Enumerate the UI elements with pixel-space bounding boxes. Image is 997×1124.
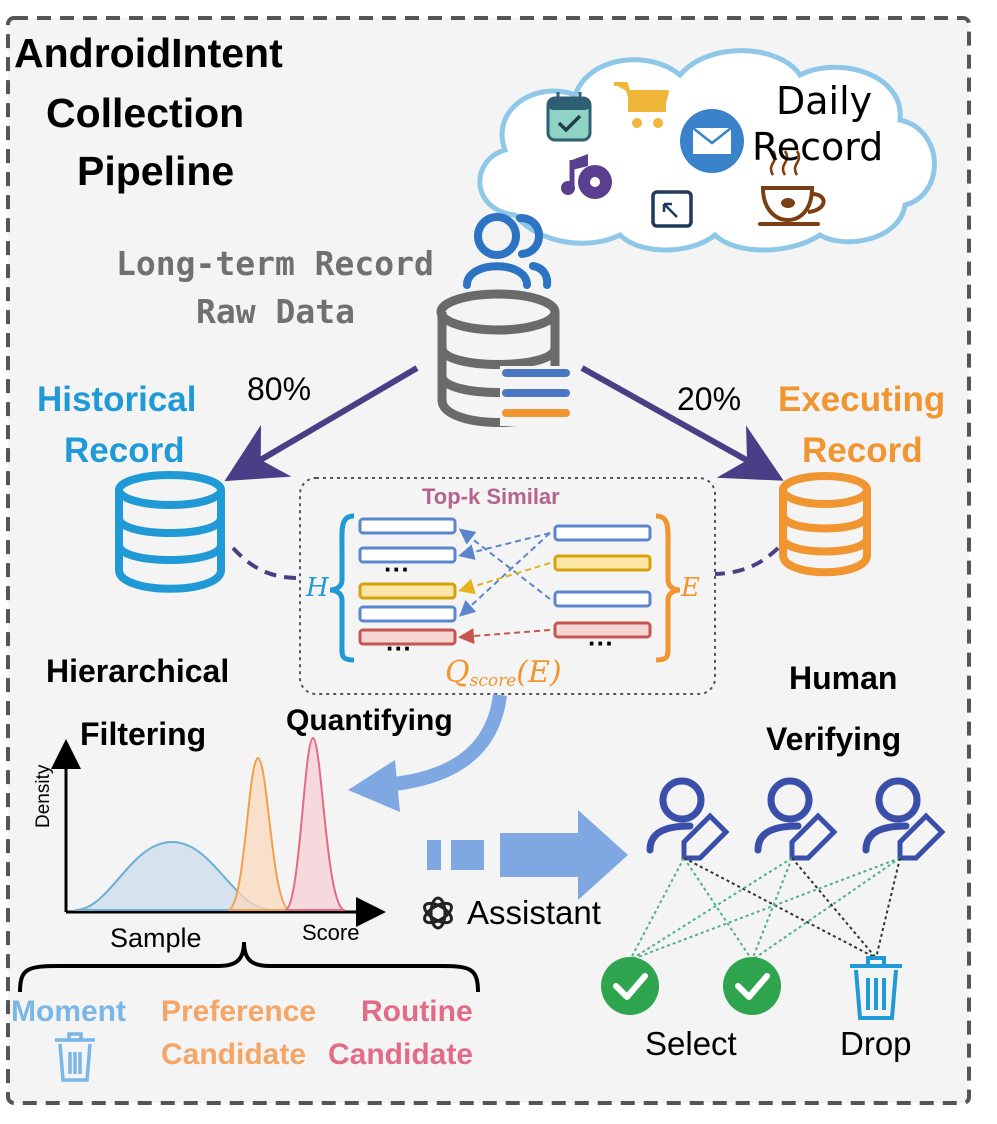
historical-percent: 80% [247, 371, 312, 407]
cloud-label-line-2: Record [752, 125, 884, 169]
executing-database-icon [779, 472, 871, 577]
category-routine-line-2: Candidate [328, 1038, 474, 1071]
calendar-icon [546, 92, 592, 142]
raw-data-label-line-2: Raw Data [196, 292, 355, 331]
category-preference-line-2: Candidate [161, 1038, 307, 1071]
executing-label-line-2: Record [802, 431, 923, 470]
shopping-cart-icon [614, 82, 669, 128]
check-icon-2 [723, 957, 781, 1015]
plot-xlabel-score: Score [302, 920, 360, 945]
assistant-label: Assistant [467, 894, 601, 931]
title-line-1: AndroidIntent [14, 30, 283, 76]
e-label: E [681, 573, 700, 603]
select-label: Select [645, 1025, 737, 1062]
historical-label-line-2: Record [64, 431, 185, 470]
q-arg: (E) [516, 655, 562, 690]
stage-verifying: Verifying [766, 721, 902, 757]
mail-icon [680, 109, 744, 173]
e-record-bars [553, 524, 652, 639]
similarity-arrows [458, 528, 551, 645]
monitor-icon [651, 190, 693, 228]
plot-xlabel-sample: Sample [110, 923, 202, 953]
category-moment: Moment [11, 995, 126, 1028]
verifier-person-icon-2 [754, 777, 838, 861]
title-line-2: Collection [46, 90, 245, 136]
title-line-3: Pipeline [77, 148, 235, 194]
verifier-person-icon-1 [646, 777, 730, 861]
similarity-title: Top-k Similar [422, 484, 560, 509]
coffee-icon [758, 150, 826, 226]
stage-human: Human [789, 660, 898, 696]
historical-database-icon [115, 471, 225, 593]
h-ellipsis-1: ··· [384, 554, 410, 584]
historical-connector [231, 546, 301, 580]
q-sub: score [469, 671, 517, 692]
h-bracket [329, 513, 355, 663]
stage-quantifying: Quantifying [286, 704, 453, 737]
category-routine-line-1: Routine [361, 995, 473, 1028]
category-preference-line-1: Preference [161, 995, 317, 1028]
arrow-to-historical [224, 365, 419, 482]
assistant-arrow-dash2 [451, 840, 484, 870]
drop-label: Drop [840, 1025, 912, 1062]
verifier-person-icon-3 [862, 777, 946, 861]
assistant-logo-icon [423, 896, 453, 930]
assistant-arrow-dash1 [427, 840, 441, 870]
e-bracket [655, 513, 681, 663]
stage-hierarchical: Hierarchical [46, 653, 230, 689]
h-label: H [306, 573, 329, 603]
assistant-arrow-head [578, 810, 628, 900]
category-brace [18, 941, 480, 993]
assistant-arrow-body [500, 833, 580, 877]
executing-percent: 20% [677, 381, 742, 417]
check-icon-1 [601, 957, 659, 1015]
quantifying-arrowhead [348, 760, 400, 812]
h-ellipsis-2: ··· [386, 633, 412, 663]
routine-density-curve [284, 736, 346, 911]
executing-connector [711, 546, 780, 576]
raw-data-label-line-1: Long-term Record [116, 244, 434, 283]
h-record-bars [358, 517, 457, 646]
arrow-to-executing [580, 365, 784, 481]
quantifying-arrow [384, 693, 507, 792]
music-icon [561, 154, 612, 199]
plot-ylabel: Density [33, 764, 54, 828]
q-score-label: Qscore(E) [445, 658, 562, 690]
e-ellipsis: ··· [588, 628, 614, 658]
raw-database-icon [436, 289, 580, 427]
q-main: Q [445, 655, 470, 690]
trash-icon-drop [850, 956, 902, 1020]
historical-label-line-1: Historical [37, 380, 197, 419]
executing-label-line-1: Executing [778, 380, 946, 419]
trash-icon-moment [55, 1032, 95, 1082]
stage-filtering: Filtering [80, 716, 207, 752]
verify-lines [629, 857, 901, 961]
users-icon [463, 213, 552, 289]
preference-density-curve [227, 756, 291, 911]
cloud-label-line-1: Daily [776, 79, 873, 123]
